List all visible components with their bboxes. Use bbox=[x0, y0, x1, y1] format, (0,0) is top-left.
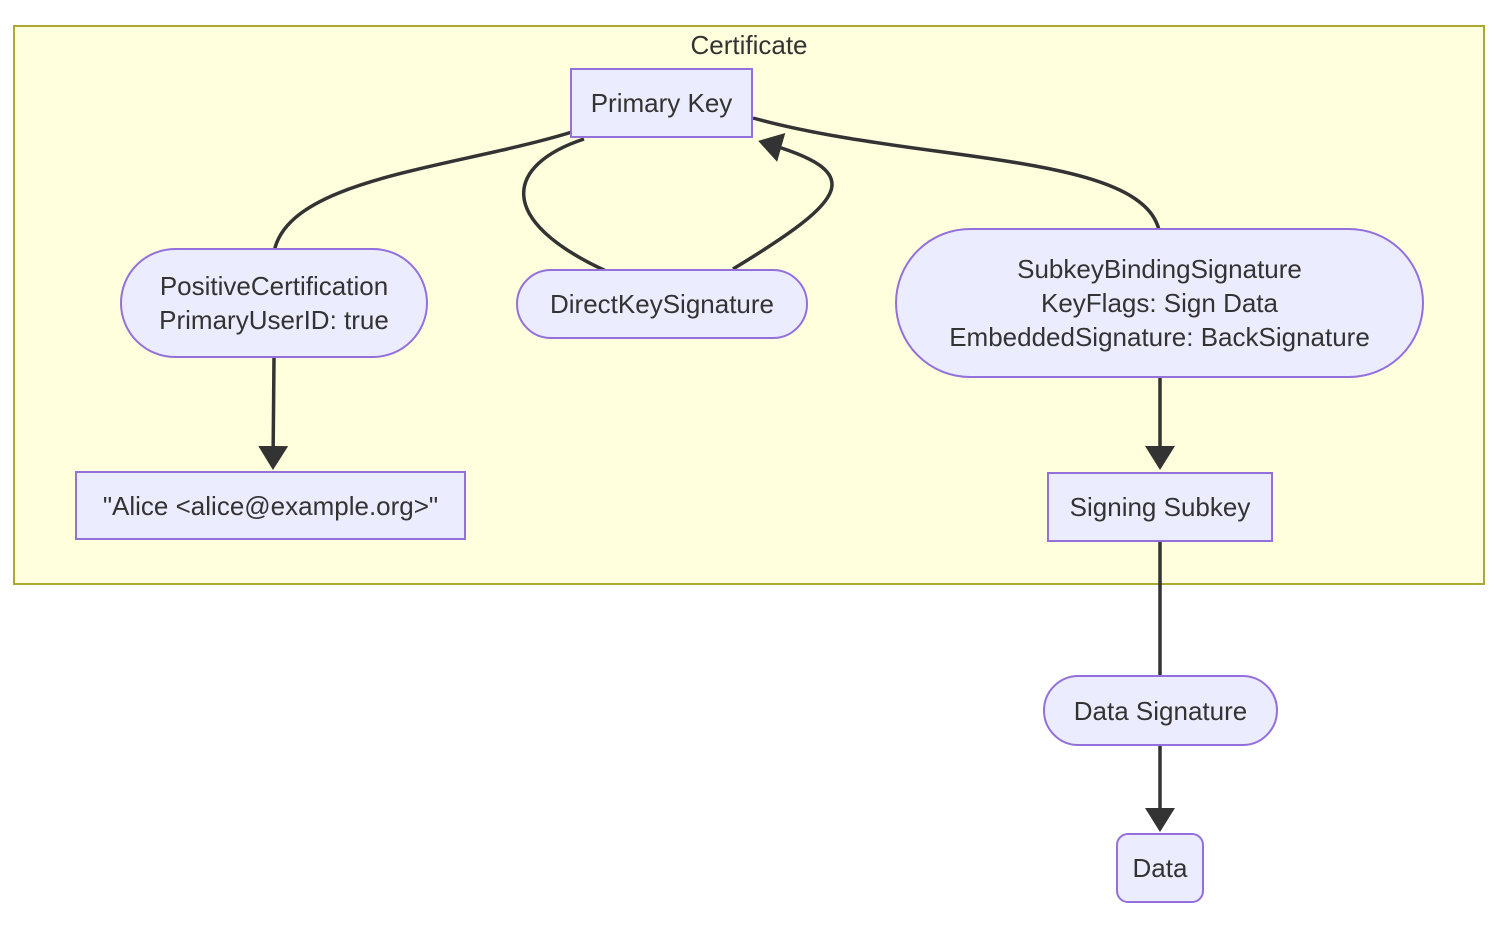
edge-positive-certification-to-user-id bbox=[258, 357, 289, 470]
node-signing-subkey: Signing Subkey bbox=[1047, 472, 1273, 542]
node-user-id: "Alice <alice@example.org>" bbox=[75, 471, 466, 540]
node-data-signature-label: Data Signature bbox=[1073, 695, 1248, 726]
node-positive-certification-line1: PositiveCertification bbox=[159, 271, 389, 301]
node-direct-key-signature-label: DirectKeySignature bbox=[550, 289, 774, 319]
node-positive-certification: PositiveCertification PrimaryUserID: tru… bbox=[120, 248, 428, 358]
node-data: Data bbox=[1116, 833, 1204, 903]
edge-primary-key-to-subkey-binding-signature bbox=[752, 116, 1161, 231]
node-subkey-binding-signature-line3: EmbeddedSignature: BackSignature bbox=[949, 322, 1370, 352]
node-primary-key-label: Primary Key bbox=[590, 88, 733, 118]
node-subkey-binding-signature: SubkeyBindingSignature KeyFlags: Sign Da… bbox=[895, 228, 1424, 378]
edge-direct-key-signature-to-primary-key bbox=[732, 133, 834, 271]
node-subkey-binding-signature-line1: SubkeyBindingSignature bbox=[1017, 254, 1302, 284]
edge-primary-key-to-positive-certification bbox=[272, 130, 573, 253]
node-subkey-binding-signature-line2: KeyFlags: Sign Data bbox=[1040, 288, 1278, 318]
node-data-label: Data bbox=[1132, 853, 1188, 883]
node-signing-subkey-label: Signing Subkey bbox=[1069, 492, 1251, 522]
node-positive-certification-line2: PrimaryUserID: true bbox=[159, 305, 389, 335]
node-user-id-label: "Alice <alice@example.org>" bbox=[102, 490, 439, 521]
node-data-signature: Data Signature bbox=[1043, 675, 1278, 746]
edge-primary-key-to-direct-key-signature bbox=[521, 137, 607, 273]
node-primary-key: Primary Key bbox=[570, 68, 753, 138]
node-direct-key-signature: DirectKeySignature bbox=[516, 269, 808, 339]
cluster-title: Certificate bbox=[690, 30, 808, 60]
